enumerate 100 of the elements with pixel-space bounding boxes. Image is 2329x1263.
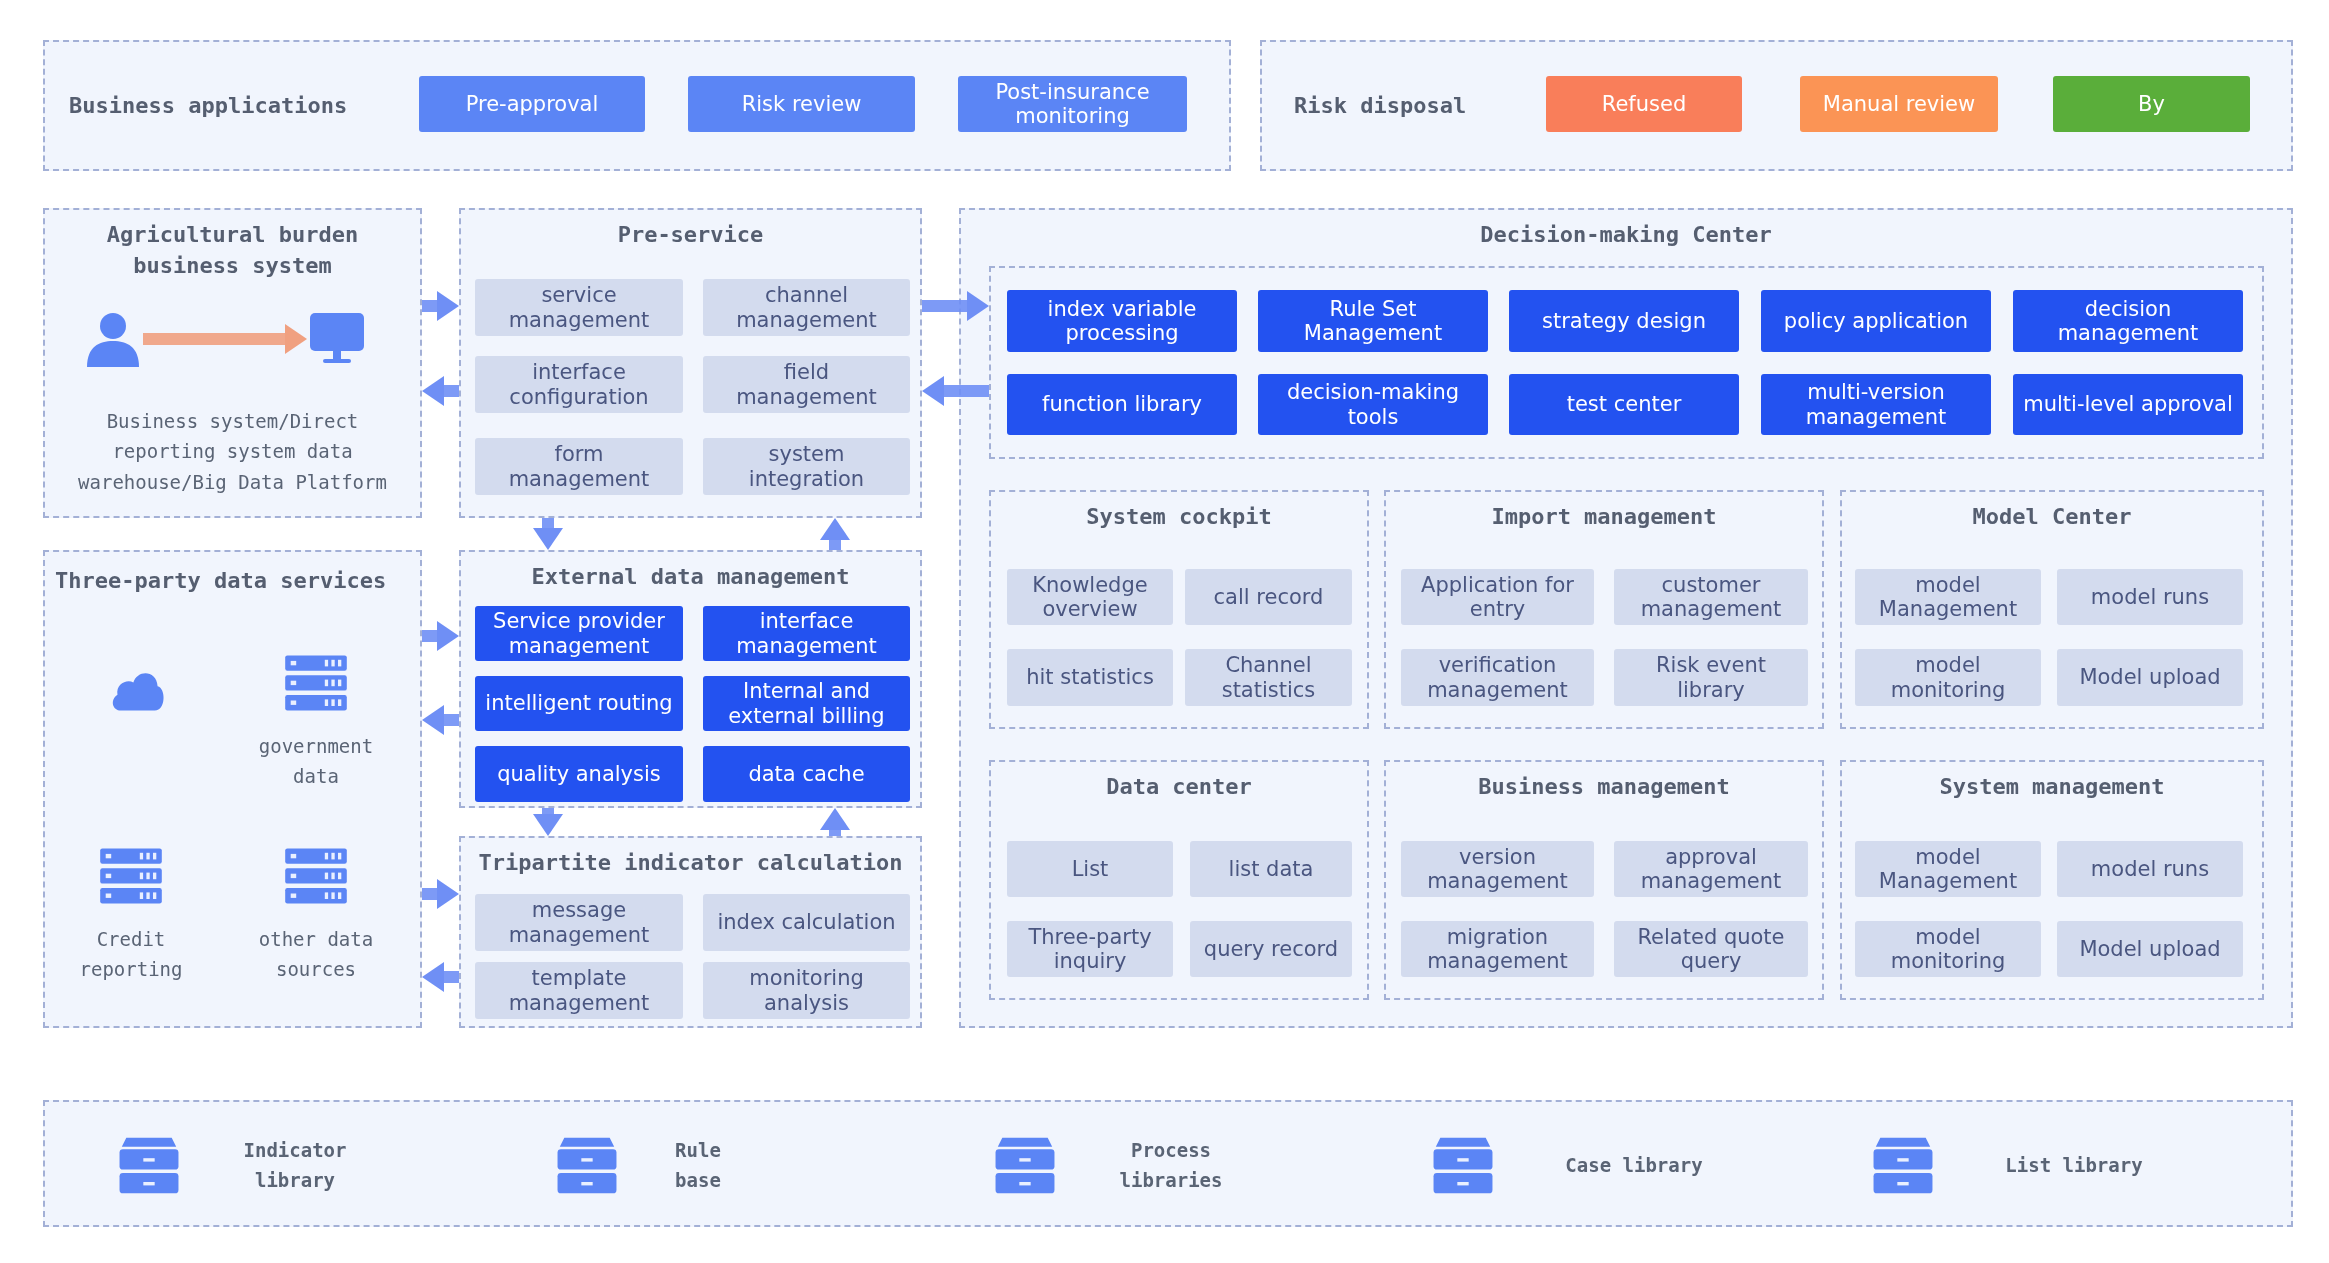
module-tile: channel management [703,279,910,336]
panel [459,208,922,518]
item-caption: Indicator library [242,1137,348,1193]
module-tile: index variable processing [1007,290,1237,352]
arrow [422,879,459,909]
panel [1260,40,2293,171]
arrow [143,324,307,354]
module-tile: model monitoring [1855,921,2041,977]
module-tile: Manual review [1800,76,1998,132]
module-tile: quality analysis [475,746,683,802]
module-tile: customer management [1614,569,1808,625]
panel-heading: Three-party data services [55,567,387,595]
panel [43,208,422,518]
module-tile: Risk event library [1614,649,1808,706]
panel-heading: Business applications [69,92,348,120]
item-caption: Credit reporting [78,927,184,983]
item-caption: List library [2004,1152,2144,1178]
panel [43,550,422,1028]
module-tile: Application for entry [1401,569,1594,625]
arrow [820,808,850,836]
panel [1384,760,1824,1000]
module-tile: List [1007,841,1173,897]
module-tile: interface management [703,606,910,661]
module-tile: field management [703,356,910,413]
module-tile: strategy design [1509,290,1739,352]
module-tile: Model upload [2057,649,2243,706]
module-tile: model runs [2057,569,2243,625]
module-tile: data cache [703,746,910,802]
panel-heading: Pre-service [616,221,765,249]
panel-heading: System management [1938,773,2166,801]
module-tile: Pre-approval [419,76,645,132]
arrow [533,808,563,836]
panel [43,40,1231,171]
module-tile: query record [1190,921,1352,977]
module-tile: multi-level approval [2013,374,2243,435]
module-tile: test center [1509,374,1739,435]
module-tile: model Management [1855,841,2041,897]
arrow [422,621,459,651]
module-tile: multi-version management [1761,374,1991,435]
panel-heading: External data management [530,563,851,591]
panel [959,208,2293,1028]
module-tile: Post-insurance monitoring [958,76,1187,132]
module-tile: function library [1007,374,1237,435]
module-tile: Related quote query [1614,921,1808,977]
item-caption: Rule base [674,1137,722,1193]
module-tile: form management [475,438,683,495]
item-caption: government data [257,734,375,790]
arrow [422,376,459,406]
arrow [922,291,989,321]
module-tile: call record [1185,569,1352,625]
panel [1384,490,1824,729]
module-tile: Refused [1546,76,1742,132]
panel-heading: Business management [1477,773,1731,801]
item-caption: Process libraries [1118,1137,1224,1193]
module-tile: system integration [703,438,910,495]
module-tile: interface configuration [475,356,683,413]
module-tile: Internal and external billing [703,676,910,731]
module-tile: Risk review [688,76,915,132]
panel-heading: System cockpit [1085,503,1273,531]
panel [43,1100,2293,1227]
module-tile: intelligent routing [475,676,683,731]
arrow [422,962,459,992]
item-caption: Case library [1564,1152,1704,1178]
module-tile: message management [475,894,683,951]
module-tile: monitoring analysis [703,962,910,1019]
arrow [533,518,563,550]
panel [459,550,922,808]
arrow [422,705,459,735]
module-tile: list data [1190,841,1352,897]
module-tile: policy application [1761,290,1991,352]
module-tile: model Management [1855,569,2041,625]
frame [989,266,2264,459]
module-tile: index calculation [703,894,910,951]
panel-heading: Risk disposal [1294,92,1467,120]
arrow [820,518,850,550]
panel-heading: Model Center [1971,503,2133,531]
module-tile: template management [475,962,683,1019]
panel [989,490,1369,729]
panel-heading: Import management [1490,503,1718,531]
module-tile: hit statistics [1007,649,1173,706]
module-tile: service management [475,279,683,336]
module-tile: model runs [2057,841,2243,897]
panel [1840,490,2264,729]
module-tile: Knowledge overview [1007,569,1173,625]
item-caption: other data sources [257,927,375,983]
module-tile: Service provider management [475,606,683,661]
panel-heading: Data center [1105,773,1253,801]
module-tile: model monitoring [1855,649,2041,706]
arrow [922,376,989,406]
module-tile: version management [1401,841,1594,897]
module-tile: migration management [1401,921,1594,977]
module-tile: verification management [1401,649,1594,706]
panel [989,760,1369,1000]
panel-heading: Decision-making Center [1479,221,1773,249]
panel [1840,760,2264,1000]
panel [459,836,922,1028]
module-tile: approval management [1614,841,1808,897]
module-tile: Rule Set Management [1258,290,1488,352]
module-tile: Three-party inquiry [1007,921,1173,977]
module-tile: decision-making tools [1258,374,1488,435]
